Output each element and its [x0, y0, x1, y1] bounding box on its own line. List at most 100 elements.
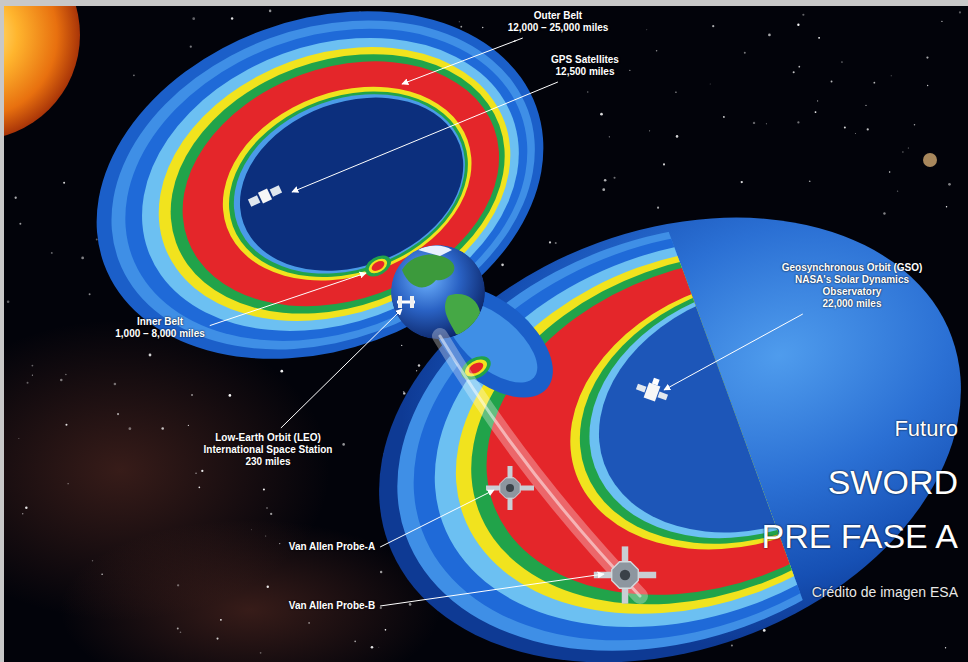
- star: [946, 206, 947, 207]
- star: [418, 364, 420, 366]
- star: [889, 171, 890, 172]
- star: [177, 628, 179, 630]
- callout-label: 12,500 miles: [556, 66, 615, 78]
- gso-observatory: [644, 382, 661, 401]
- star: [675, 91, 676, 92]
- star: [133, 75, 135, 77]
- earth: [418, 246, 452, 257]
- space-station: [398, 296, 402, 308]
- star: [191, 394, 193, 396]
- mission-title: PRE FASE A: [761, 516, 958, 557]
- star: [190, 46, 192, 48]
- probe-trajectory: [440, 336, 640, 596]
- star: [676, 135, 679, 138]
- star: [897, 190, 898, 191]
- inner-belt: [366, 256, 389, 276]
- leader-line: [380, 574, 604, 606]
- earth: [445, 294, 480, 335]
- star: [482, 27, 483, 28]
- callout-label: GPS Satellites: [551, 54, 619, 66]
- star: [7, 300, 10, 303]
- callout-label: 230 miles: [245, 456, 290, 468]
- inner-belt: [361, 251, 394, 281]
- star: [818, 37, 820, 39]
- star: [27, 382, 29, 384]
- star: [401, 345, 402, 346]
- star: [250, 529, 252, 531]
- star: [67, 483, 68, 484]
- mission-title: Futuro: [894, 416, 958, 442]
- orbit-callout: Geosynchronous Orbit (GSO)NASA's Solar D…: [782, 262, 923, 310]
- upper-belt-lobe: [47, 0, 592, 419]
- callout-label: NASA's Solar Dynamics Observatory: [793, 274, 911, 298]
- star: [712, 25, 714, 27]
- orbit-callout: Low-Earth Orbit (LEO)International Space…: [204, 432, 333, 468]
- star: [613, 177, 615, 179]
- nebula-glow: [60, 520, 440, 662]
- leader-line: [664, 314, 803, 390]
- leader-line: [281, 309, 402, 428]
- star: [385, 629, 387, 631]
- star: [269, 10, 272, 13]
- callout-label: Inner Belt: [137, 316, 183, 328]
- space-station: [397, 296, 415, 308]
- van-allen-probe: [594, 546, 656, 603]
- star: [841, 61, 843, 63]
- image-credit: Crédito de imagen ESA: [812, 584, 958, 601]
- star: [342, 443, 345, 446]
- star: [797, 121, 799, 123]
- star: [19, 223, 21, 225]
- star: [188, 425, 189, 426]
- frame-strip: [0, 0, 4, 662]
- star: [161, 427, 164, 430]
- callout-label: 22,000 miles: [823, 298, 882, 310]
- star: [198, 487, 200, 489]
- star: [873, 82, 875, 84]
- star: [549, 241, 551, 243]
- star: [220, 619, 222, 621]
- probe-trajectory: [440, 336, 640, 596]
- star: [265, 535, 267, 537]
- star: [31, 365, 33, 367]
- star: [793, 71, 795, 73]
- star: [797, 24, 799, 26]
- star: [263, 488, 265, 490]
- star: [177, 584, 179, 586]
- leader-line: [210, 273, 366, 326]
- star: [883, 212, 885, 214]
- upper-belt-lobe: [120, 0, 549, 368]
- mission-title: SWORD: [828, 462, 958, 503]
- star: [959, 11, 961, 13]
- star: [18, 438, 20, 440]
- star: [280, 370, 283, 373]
- probe-callout: Van Allen Probe-B: [289, 600, 375, 612]
- star: [926, 56, 928, 58]
- star: [709, 83, 711, 85]
- star: [891, 75, 892, 76]
- star: [817, 100, 818, 101]
- star: [22, 513, 23, 514]
- gso-observatory: [652, 378, 660, 386]
- star: [25, 507, 27, 509]
- star: [855, 133, 856, 134]
- upper-belt-lobe: [134, 9, 541, 358]
- callout-label: Geosynchronous Orbit (GSO): [782, 262, 923, 274]
- leader-line: [380, 490, 494, 547]
- star: [663, 163, 665, 165]
- star: [741, 181, 743, 183]
- upper-belt-lobe: [65, 0, 581, 406]
- star: [809, 180, 811, 182]
- upper-belt-lobe: [216, 68, 488, 301]
- star: [231, 17, 233, 19]
- star: [229, 394, 232, 397]
- callout-label: Outer Belt: [534, 10, 582, 22]
- star: [308, 622, 309, 623]
- star: [149, 354, 152, 357]
- star: [354, 641, 356, 643]
- star: [380, 607, 382, 609]
- leader-line: [402, 38, 523, 84]
- probe-callout: Van Allen Probe-A: [289, 541, 375, 553]
- star: [180, 631, 182, 633]
- gps-satellite: [248, 195, 260, 206]
- earth: [391, 245, 485, 339]
